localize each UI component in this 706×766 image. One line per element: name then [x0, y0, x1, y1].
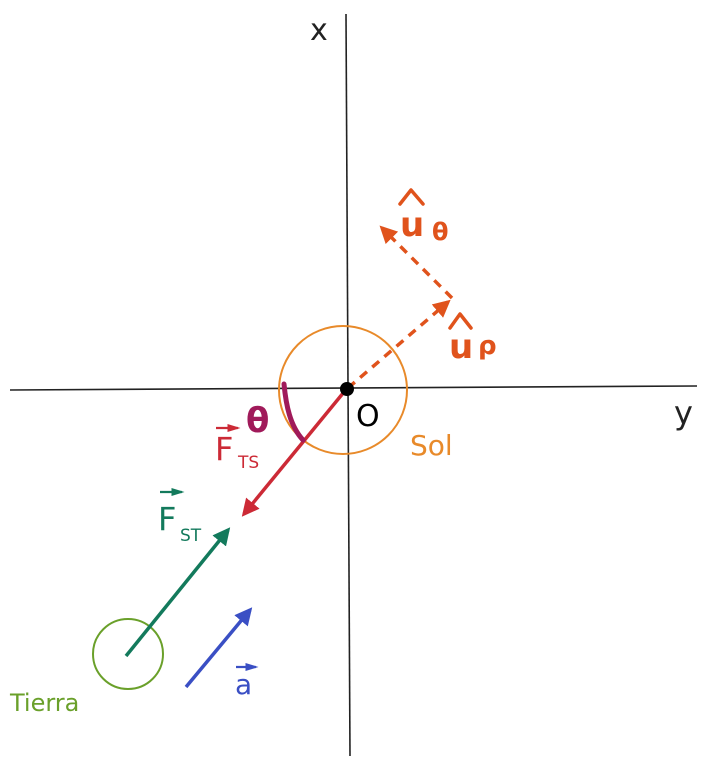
u-rho-subscript: ρ — [478, 331, 497, 361]
angle-theta-arc — [281, 381, 306, 443]
f-st-subscript: ST — [180, 526, 202, 546]
f-st-vector — [124, 527, 231, 658]
u-rho-label: u ρ — [448, 312, 497, 367]
u-theta-label: u θ — [398, 188, 449, 246]
u-rho-letter: u — [449, 327, 473, 367]
f-ts-letter: F — [215, 430, 233, 468]
u-theta-letter: u — [400, 205, 424, 245]
f-ts-subscript: TS — [237, 453, 259, 473]
u-theta-subscript: θ — [432, 218, 449, 246]
earth-circle — [92, 618, 164, 690]
horizontal-axis-label: y — [674, 394, 693, 432]
u-rho-hat — [448, 312, 473, 330]
u-theta-hat — [398, 188, 425, 206]
f-ts-label: F TS — [215, 424, 259, 473]
f-st-letter: F — [158, 500, 176, 538]
acceleration-label: a — [235, 663, 259, 701]
origin-label: O — [356, 399, 380, 434]
f-ts-vector — [241, 390, 346, 517]
u-theta-vector — [379, 225, 454, 300]
origin-point — [340, 382, 354, 396]
u-rho-vector — [346, 299, 451, 390]
f-st-label: F ST — [158, 488, 202, 546]
sun-circle — [278, 325, 408, 455]
sun-label: Sol — [410, 429, 453, 462]
angle-theta-label: θ — [246, 401, 269, 441]
earth-label: Tierra — [9, 689, 79, 717]
acceleration-vector — [184, 607, 253, 689]
vertical-axis-label: x — [310, 13, 328, 48]
acceleration-letter: a — [235, 668, 252, 701]
